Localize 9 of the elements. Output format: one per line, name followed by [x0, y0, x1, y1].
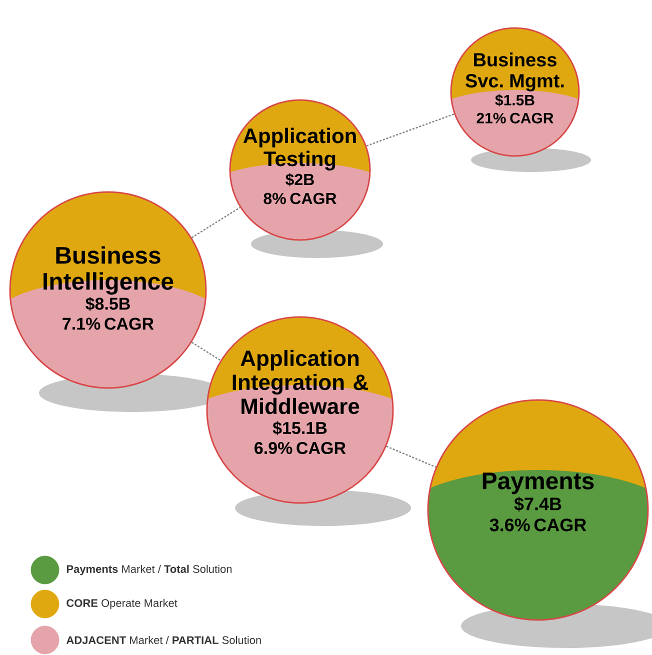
dotted-connector — [191, 206, 240, 238]
legend-label: CORE Operate Market — [66, 598, 178, 610]
legend-label: Payments Market / Total Solution — [66, 564, 232, 576]
legend-label: ADJACENT Market / PARTIAL Solution — [66, 636, 261, 644]
sphere: Payments $7.4B 3.6% CAGR — [427, 399, 649, 621]
dotted-connector — [191, 342, 221, 361]
dotted-connector — [366, 113, 454, 146]
dotted-connector — [386, 446, 436, 468]
sphere: Business Svc. Mgmt. $1.5B 21% CAGR — [450, 27, 580, 157]
